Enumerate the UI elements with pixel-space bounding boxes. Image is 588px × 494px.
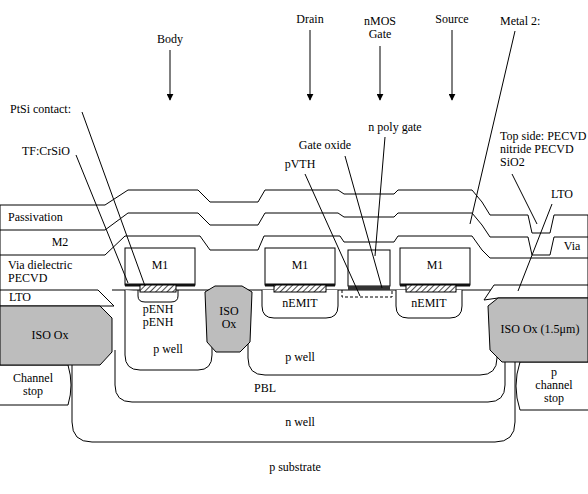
callout-label: PtSi contact: [10, 103, 71, 116]
leader-line [76, 155, 128, 283]
terminal-label: Body [157, 33, 183, 46]
terminal-arrow [452, 30, 453, 100]
metal2-layer [0, 213, 588, 300]
region-label: pENH [143, 303, 174, 316]
terminal-arrow [310, 30, 311, 100]
region-label: Channel stop [8, 372, 58, 398]
terminal-label: Drain [296, 13, 323, 26]
region-label: n well [285, 416, 315, 429]
n-emitter [396, 290, 462, 318]
region-label: p well [153, 343, 183, 356]
ptsi-contact [140, 285, 176, 292]
metal-label: M1 [292, 259, 309, 272]
terminal-label: Source [435, 13, 468, 26]
callout-label: Metal 2: [500, 15, 540, 28]
p-well [125, 290, 212, 370]
gate-oxide [348, 286, 390, 290]
terminal-label: nMOS Gate [358, 15, 402, 41]
poly-gate [348, 250, 390, 286]
metal-label: M1 [427, 259, 444, 272]
region-label: nEMIT [411, 297, 446, 310]
region-label: nEMIT [282, 297, 317, 310]
callout-label: Top side: PECVD nitride PECVD SiO2 [500, 130, 588, 170]
isolation-oxide [205, 286, 252, 352]
terminal-arrow [170, 50, 171, 100]
layer-label: Via dielectric PECVD [8, 259, 88, 285]
metal1-drain [265, 248, 335, 285]
leader-line [345, 156, 382, 288]
isolation-oxide [0, 306, 112, 365]
metal1-source [400, 248, 470, 285]
passivation-layer [0, 190, 588, 300]
metal1-body [125, 248, 195, 285]
leader-line [82, 112, 145, 286]
callout-label: TF:CrSiO [22, 145, 70, 158]
leader-line [518, 204, 552, 291]
n-emitter [262, 290, 338, 318]
leader-line [470, 31, 515, 224]
callout-label: n poly gate [368, 121, 421, 134]
wafer-ground [0, 290, 588, 494]
ptsi-contact [274, 285, 326, 292]
layer-label: Passivation [8, 211, 63, 224]
region-label: p channel stop [534, 366, 574, 406]
ptsi-contact [406, 285, 456, 292]
region-label: p well [285, 351, 315, 364]
callout-label: Gate oxide [299, 139, 351, 152]
channel-stop [516, 362, 588, 410]
leader-line [305, 174, 360, 296]
region-label: ISO Ox (1.5μm) [501, 323, 580, 336]
lto-layer [0, 290, 114, 306]
region-label: PBL [254, 382, 276, 395]
isolation-oxide [488, 298, 588, 362]
p-vth-implant [342, 290, 392, 297]
metal-label: M1 [152, 259, 169, 272]
leader-line [375, 137, 385, 256]
channel-stop [0, 365, 71, 405]
callout-label: LTO [551, 188, 573, 201]
leader-line [512, 174, 537, 224]
region-label: ISO Ox [214, 305, 244, 331]
layer-label: M2 [52, 236, 69, 249]
layer-label: Via [564, 240, 581, 253]
region-label: p substrate [269, 461, 321, 474]
callout-label: pVTH [285, 158, 316, 171]
region-label: pENH [143, 316, 174, 329]
layer-label: LTO [9, 291, 31, 304]
terminal-arrow [380, 46, 381, 100]
region-label: ISO Ox [31, 329, 68, 342]
